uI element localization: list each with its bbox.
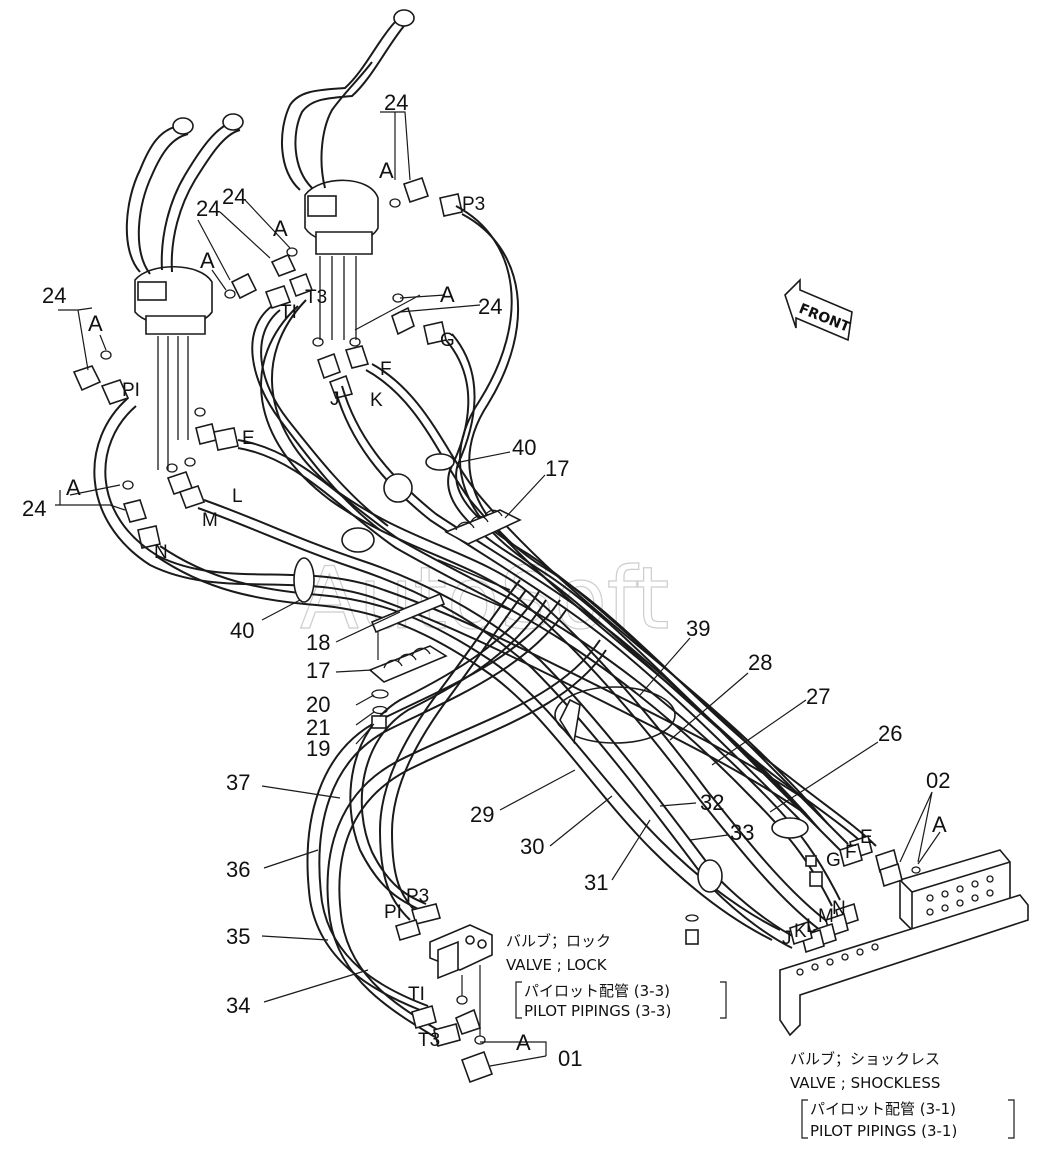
port-label-k: K: [370, 390, 383, 411]
label-32: 32: [700, 790, 724, 815]
port-label-t3-bottom: T3: [418, 1030, 440, 1051]
port-label-t3: T3: [305, 287, 327, 308]
label-02: 02: [926, 768, 950, 793]
label-a: A: [440, 282, 455, 307]
label-17: 17: [306, 658, 330, 683]
port-label-p1-bottom: PI: [384, 902, 402, 923]
port-label-p3-bottom: P3: [406, 886, 429, 907]
part-labels: 24 24 24 24 24 24 A A A A A A A A P3 T3 …: [22, 90, 950, 1071]
lock-valve-note: バルブ；ロック VALVE ; LOCK パイロット配管 (3-3) PILOT…: [506, 932, 727, 1020]
label-36: 36: [226, 857, 250, 882]
label-31: 31: [584, 870, 608, 895]
label-a: A: [273, 216, 288, 241]
label-19: 19: [306, 736, 330, 761]
port-label-k-bottom: K: [794, 921, 807, 942]
shockless-valve-note: バルブ；ショックレス VALVE ; SHOCKLESS パイロット配管 (3-…: [790, 1050, 1015, 1140]
label-35: 35: [226, 924, 250, 949]
port-label-f: F: [380, 359, 392, 380]
shockless-valve-block: [685, 834, 1029, 1037]
bracket-assembly: [368, 509, 522, 729]
port-label-t1-bottom: TI: [408, 984, 425, 1005]
label-24: 24: [22, 496, 46, 521]
label-40: 40: [230, 618, 254, 643]
label-24: 24: [42, 283, 66, 308]
port-label-t1: TI: [280, 302, 297, 323]
label-28: 28: [748, 650, 772, 675]
port-label-m: M: [202, 510, 218, 531]
label-a: A: [932, 812, 947, 837]
label-20: 20: [306, 692, 330, 717]
shock-ref-jp: パイロット配管 (3-1): [810, 1100, 956, 1118]
left-pilot-valve: [125, 113, 244, 470]
port-label-n-bottom: N: [832, 898, 846, 919]
label-39: 39: [686, 616, 710, 641]
label-01: 01: [558, 1046, 582, 1071]
label-a: A: [200, 248, 215, 273]
label-a: A: [379, 158, 394, 183]
port-label-p3: P3: [462, 194, 485, 215]
label-a: A: [516, 1030, 531, 1055]
label-21: 21: [306, 715, 330, 740]
port-label-n: N: [154, 542, 168, 563]
shock-ref-en: PILOT PIPINGS (3-1): [810, 1122, 957, 1140]
lock-note-jp: バルブ；ロック: [506, 932, 611, 950]
lock-ref-en: PILOT PIPINGS (3-3): [524, 1002, 671, 1020]
label-24: 24: [196, 196, 220, 221]
label-24: 24: [478, 294, 502, 319]
port-label-j: J: [330, 389, 340, 410]
label-a: A: [66, 475, 81, 500]
port-label-g: G: [440, 330, 455, 351]
lock-note-en: VALVE ; LOCK: [506, 956, 608, 974]
port-label-j-bottom: J: [782, 928, 792, 949]
leader-lines: [55, 111, 941, 1067]
label-29: 29: [470, 802, 494, 827]
label-27: 27: [806, 684, 830, 709]
port-label-m-bottom: M: [818, 906, 834, 927]
port-label-f-bottom: F: [845, 842, 857, 863]
port-label-p1: PI: [122, 380, 140, 401]
label-37: 37: [226, 770, 250, 795]
shock-note-en: VALVE ; SHOCKLESS: [790, 1074, 940, 1092]
shock-note-jp: バルブ；ショックレス: [790, 1050, 940, 1068]
label-18: 18: [306, 630, 330, 655]
port-label-l-bottom: L: [806, 916, 817, 937]
lock-valve: [395, 903, 494, 1084]
label-26: 26: [878, 721, 902, 746]
right-pilot-valve: [281, 9, 415, 340]
label-30: 30: [520, 834, 544, 859]
label-34: 34: [226, 993, 250, 1018]
port-label-e: E: [242, 428, 255, 449]
hose-bundle: [93, 205, 877, 1041]
lock-ref-jp: パイロット配管 (3-3): [524, 982, 670, 1000]
label-33: 33: [730, 820, 754, 845]
port-label-g-bottom: G: [826, 850, 841, 871]
label-a: A: [88, 311, 103, 336]
clamps: [293, 453, 809, 893]
front-arrow: FRONT: [784, 278, 853, 342]
port-label-l: L: [232, 486, 243, 507]
label-24: 24: [384, 90, 408, 115]
label-40: 40: [512, 435, 536, 460]
port-label-e-bottom: E: [860, 827, 873, 848]
label-24: 24: [222, 184, 246, 209]
label-17: 17: [545, 456, 569, 481]
